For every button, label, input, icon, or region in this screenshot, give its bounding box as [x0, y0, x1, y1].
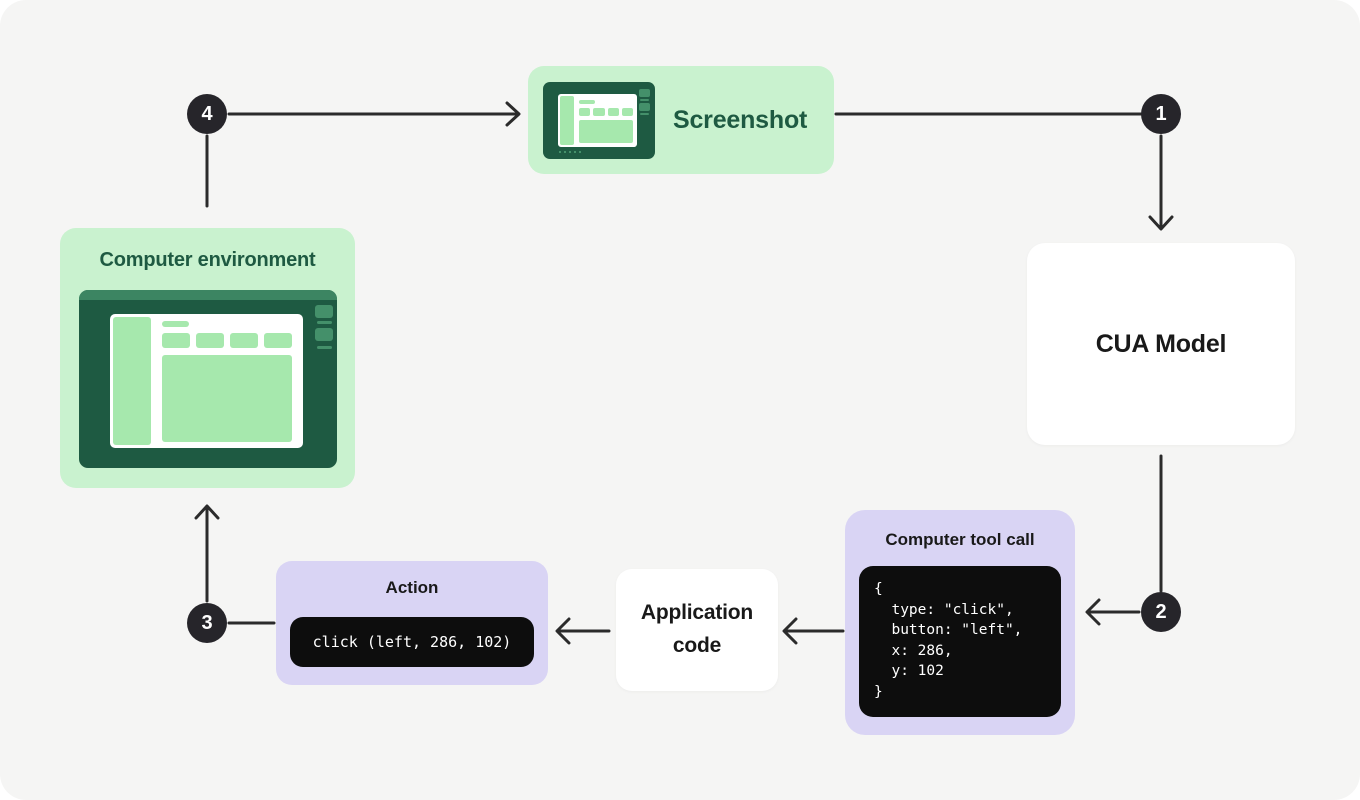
computer-environment-title: Computer environment	[99, 249, 316, 271]
application-code-label: Application code	[640, 601, 754, 657]
screenshot-node: Screenshot	[528, 66, 834, 174]
window-widget	[639, 102, 650, 111]
window-widget-line	[640, 98, 649, 101]
window-tabs	[162, 333, 292, 348]
window-tabs	[579, 107, 633, 116]
window-widget	[639, 88, 650, 97]
arrowhead-to-cua-model	[1148, 215, 1174, 231]
step-badge-4: 4	[187, 94, 227, 134]
window-widget-line	[640, 112, 649, 115]
computer-tool-call-title: Computer tool call	[885, 530, 1035, 549]
action-code: click (left, 286, 102)	[290, 617, 534, 667]
screenshot-label: Screenshot	[673, 105, 808, 134]
cua-model-node: CUA Model	[1027, 243, 1295, 445]
window-dock-dots	[559, 150, 583, 153]
computer-environment-node: Computer environment	[60, 228, 355, 488]
arrowhead-to-screenshot	[505, 101, 521, 127]
cua-model-label: CUA Model	[1095, 329, 1227, 358]
monitor-widget	[315, 305, 333, 318]
step-badge-2: 2	[1141, 592, 1181, 632]
window-address-bar	[162, 321, 189, 327]
monitor-widget	[315, 328, 333, 341]
monitor-widget-line	[317, 346, 332, 349]
screenshot-window-icon	[543, 81, 655, 159]
window-screen	[558, 93, 637, 147]
computer-tool-call-node: Computer tool call { type: "click", butt…	[845, 510, 1075, 735]
window-sidebar	[560, 95, 574, 145]
arrowhead-to-environment	[194, 504, 220, 520]
arrowhead-to-tool-call	[1085, 598, 1101, 626]
window-screen	[110, 314, 303, 448]
action-title: Action	[385, 578, 439, 597]
window-content	[162, 355, 292, 442]
window-address-bar	[579, 99, 595, 104]
window-content	[579, 119, 633, 143]
computer-screen-icon	[79, 290, 337, 468]
monitor-top-strip	[79, 290, 337, 300]
arrowhead-to-action	[555, 617, 571, 645]
application-code-node: Application code	[616, 569, 778, 691]
window-sidebar	[113, 317, 151, 445]
arrowhead-to-application-code	[782, 617, 798, 645]
computer-tool-call-code: { type: "click", button: "left", x: 286,…	[859, 566, 1061, 717]
step-badge-3: 3	[187, 603, 227, 643]
step-badge-1: 1	[1141, 94, 1181, 134]
action-node: Action click (left, 286, 102)	[276, 561, 548, 685]
monitor-widget-line	[317, 321, 332, 324]
